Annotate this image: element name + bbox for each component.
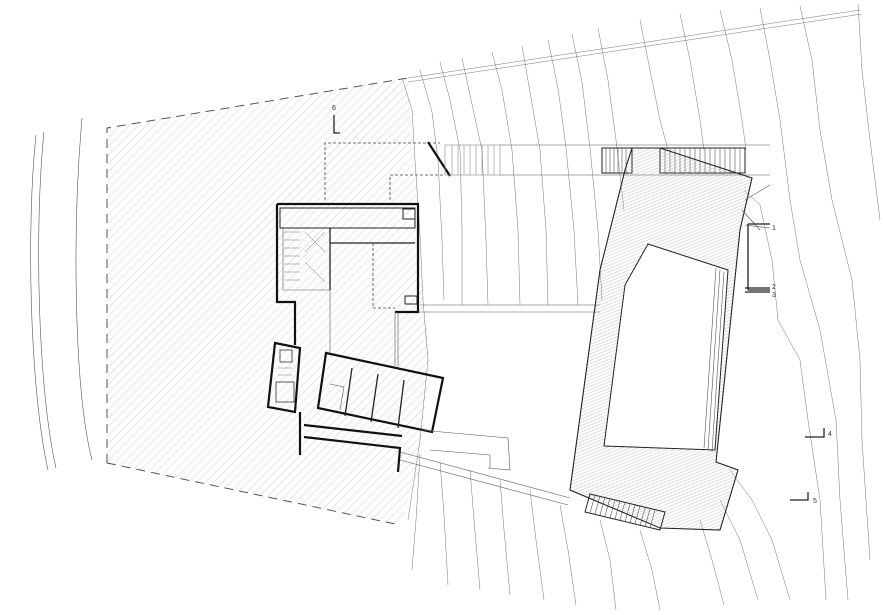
house-lower-volume (266, 341, 571, 506)
roof-outline-dashed-2 (389, 174, 445, 200)
top-boundary (407, 9, 861, 79)
road-curves (30, 117, 93, 471)
section-marker-2-3: 2 3 (745, 284, 776, 299)
section-label-3: 3 (772, 292, 776, 299)
section-label-1: 1 (772, 225, 776, 232)
section-label-6: 6 (332, 105, 336, 112)
section-marker-1: 1 (772, 225, 776, 232)
section-label-2: 2 (772, 284, 776, 291)
section-label-4: 4 (828, 431, 832, 438)
section-label-5: 5 (813, 498, 817, 505)
pool-bottom-stairs (584, 493, 666, 531)
top-boundary-2 (407, 13, 863, 83)
property-boundary-dashed-bottom (106, 462, 401, 526)
contour-lines (401, 3, 881, 611)
property-boundary-dashed (106, 77, 409, 463)
section-marker-5: 5 (790, 492, 817, 505)
house-upper-volume (275, 202, 600, 366)
retaining-walls-right (741, 184, 771, 291)
roof-outline-dashed (324, 142, 440, 200)
pool-deck (569, 147, 753, 531)
section-marker-6: 6 (332, 105, 340, 134)
garden-hatch-area (107, 78, 430, 525)
section-marker-4: 4 (805, 428, 832, 438)
